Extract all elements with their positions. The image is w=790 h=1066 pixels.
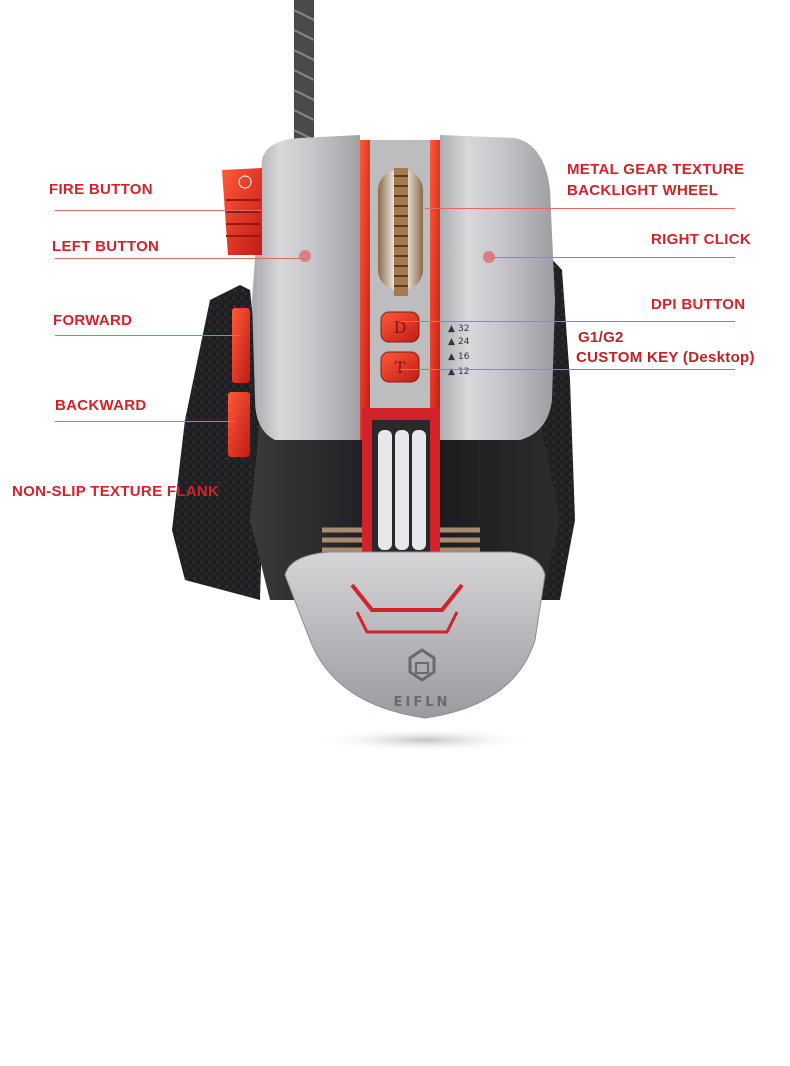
forward-label: FORWARD [53,312,133,329]
g1g2-custom-key[interactable]: T [380,351,420,383]
metal-gear-wheel [378,168,423,296]
dpi-button-label: DPI BUTTON [651,296,746,313]
brand-logo-text: EIFLN [394,695,451,710]
non-slip-label: NON-SLIP TEXTURE FLANK [12,483,220,500]
red-rail-left [360,140,370,440]
dpi-button-letter: D [394,318,407,337]
dpi-level: 12 [458,367,469,377]
braided-cable [293,0,315,150]
forward-leader [55,335,240,336]
metal-gear-label-line2: BACKLIGHT WHEEL [567,182,719,199]
right-click-label: RIGHT CLICK [651,231,751,248]
top-shell-right [438,135,555,440]
svg-text:▲: ▲ [448,352,455,362]
backward-button-shape[interactable] [228,392,250,457]
left-button-dot [299,250,311,262]
g1g2-leader [400,369,735,370]
right-click-leader [489,257,735,258]
forward-button-shape[interactable] [232,308,250,383]
svg-text:▲: ▲ [448,324,455,334]
left-button-label: LEFT BUTTON [52,238,160,255]
red-rail-right [430,140,440,440]
spring-mechanism [322,408,480,563]
fire-button-leader [55,210,263,211]
drop-shadow [315,728,535,752]
palm-rest [284,551,546,719]
dpi-level: 24 [458,337,470,347]
brand-logo: EIFLN [394,648,451,710]
dpi-button-leader [400,321,735,322]
fire-button-label: FIRE BUTTON [49,181,153,198]
g1g2-button-letter: T [395,358,406,377]
backward-leader [55,421,235,422]
left-grip-flank [172,285,265,600]
backward-label: BACKWARD [55,397,147,414]
dpi-level: 16 [458,352,470,362]
dpi-button[interactable]: D [380,311,420,343]
metal-gear-label-line1: METAL GEAR TEXTURE [567,161,745,178]
dpi-level: 32 [458,324,469,334]
top-shell [252,135,365,440]
left-button-leader [55,258,305,259]
svg-text:▲: ▲ [448,367,455,377]
palm-rest-red-accent [350,583,464,612]
svg-text:▲: ▲ [448,337,455,347]
g1g2-label-line2: CUSTOM KEY (Desktop) [576,349,755,366]
metal-gear-leader [425,208,735,209]
g1g2-label-line1: G1/G2 [578,329,624,346]
fire-button-shape[interactable] [222,168,262,255]
dpi-indicator-scale: ▲ 32 ▲ 24 ▲ 16 ▲ 12 [448,324,470,377]
